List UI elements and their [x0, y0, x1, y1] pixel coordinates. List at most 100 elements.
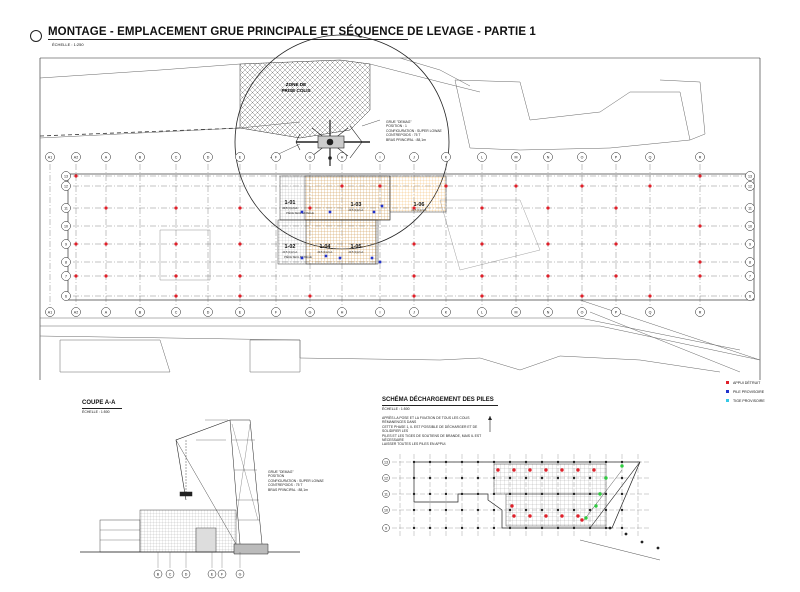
blue-point [300, 210, 304, 214]
schema-point [444, 460, 448, 464]
schema-point [572, 526, 576, 530]
section-bubble: G [235, 569, 245, 579]
grid-bubble-label: 13 [64, 174, 68, 178]
section-a-crane-note: GRUE "DEMAG" POSITION CONFIGURATION : SU… [268, 470, 324, 492]
schema-point [428, 492, 432, 496]
red-point [412, 294, 416, 298]
column-bubble-top: K [441, 152, 451, 162]
schema-point [460, 508, 464, 512]
schema-point [620, 508, 624, 512]
schema-point [524, 492, 528, 496]
column-bubble-top: H [337, 152, 347, 162]
schema-red-point [544, 514, 548, 518]
grid-bubble-label: 10 [384, 508, 388, 512]
grid-bubble-label: 9 [65, 242, 67, 246]
panel-1-02-sub: 20,5 (1)(2)+1 [282, 250, 298, 254]
section-a-rule [82, 408, 122, 409]
schema-point [556, 508, 560, 512]
schema-point [524, 508, 528, 512]
red-point [412, 242, 416, 246]
grid-bubble-label: F [275, 310, 278, 314]
schema-red-point [560, 514, 564, 518]
blue-point [300, 256, 304, 260]
grid-bubble-label: J [413, 310, 415, 314]
red-point [378, 184, 382, 188]
column-bubble-top: B [135, 152, 145, 162]
red-point [238, 206, 242, 210]
red-point [614, 274, 618, 278]
red-point [174, 206, 178, 210]
schema-green-point [594, 504, 598, 508]
panel-1-01-sub: 20,5 (1)(2)+1 [282, 206, 298, 210]
red-point [480, 206, 484, 210]
panel-1-03: 1-03 [350, 202, 361, 208]
schema-point [556, 476, 560, 480]
schema-red-point [592, 468, 596, 472]
schema-point [460, 460, 464, 464]
blue-point [378, 260, 382, 264]
schema-green-point [620, 464, 624, 468]
north-arrow-icon [488, 416, 492, 432]
schema-point [588, 476, 592, 480]
schema-point [492, 508, 496, 512]
row-bubble-left: 9 [61, 239, 71, 249]
schema-point [444, 492, 448, 496]
building-footprint [67, 173, 755, 301]
title-underline [48, 39, 408, 40]
schema-red-point [576, 468, 580, 472]
schema-red-point [496, 468, 500, 472]
panel-sub-labels: 20,5 (1)(2)+1 20,5 (1)(2)+1 20,5 (1)(2)+… [282, 206, 427, 259]
column-bubble-bottom: R [695, 307, 705, 317]
column-bubble-top: I [375, 152, 385, 162]
grid-bubble-label: A2 [74, 310, 78, 314]
row-bubble-right: 12 [745, 181, 755, 191]
row-bubble-right: 13 [745, 171, 755, 181]
grid-bubble-label: 11 [64, 206, 68, 210]
schema-point [556, 460, 560, 464]
grid-bubble-label: C [175, 310, 178, 314]
red-point [546, 242, 550, 246]
schema-red-point [512, 514, 516, 518]
red-point [698, 174, 702, 178]
schema-point [508, 508, 512, 512]
row-bubble-left: 7 [61, 271, 71, 281]
grid-bubble-label: 10 [748, 224, 752, 228]
section-bubble: E [207, 569, 217, 579]
row-bubble-left: 8 [61, 257, 71, 267]
schema-point [428, 476, 432, 480]
legend-label: TIGE PROVISOIRE [733, 398, 765, 403]
red-point [238, 242, 242, 246]
schema-green-point [584, 516, 588, 520]
crane-note: GRUE "DEMAG" POSITION : 1 CONFIGURATION … [386, 120, 442, 142]
schema-point [428, 508, 432, 512]
grid-bubble-label: 12 [64, 184, 68, 188]
grid-bubble-label: R [699, 310, 702, 314]
schema-point [572, 492, 576, 496]
schema-red-point [580, 518, 584, 522]
schema-row-bubble: 10 [382, 506, 390, 514]
section-bubble: F [217, 569, 227, 579]
section-a-title: COUPE A-A [82, 400, 116, 406]
schema-point [492, 460, 496, 464]
row-bubble-left: 11 [61, 203, 71, 213]
column-bubble-top: E [235, 152, 245, 162]
column-bubble-top: J [409, 152, 419, 162]
site-context [39, 57, 761, 373]
grid-bubble-label: 9 [385, 526, 387, 530]
schema-point [524, 476, 528, 480]
schema-point [556, 526, 560, 530]
column-bubble-bottom: Q [645, 307, 655, 317]
inner-outline-2 [439, 199, 541, 271]
schema-red-point [544, 468, 548, 472]
red-point [412, 274, 416, 278]
schema-point [524, 526, 528, 530]
row-bubble-right: 10 [745, 221, 755, 231]
schema-red-point [576, 514, 580, 518]
schema-red-point [528, 514, 532, 518]
column-bubble-bottom: J [409, 307, 419, 317]
schema-point [476, 526, 480, 530]
legend-swatch-cyan [726, 399, 729, 402]
